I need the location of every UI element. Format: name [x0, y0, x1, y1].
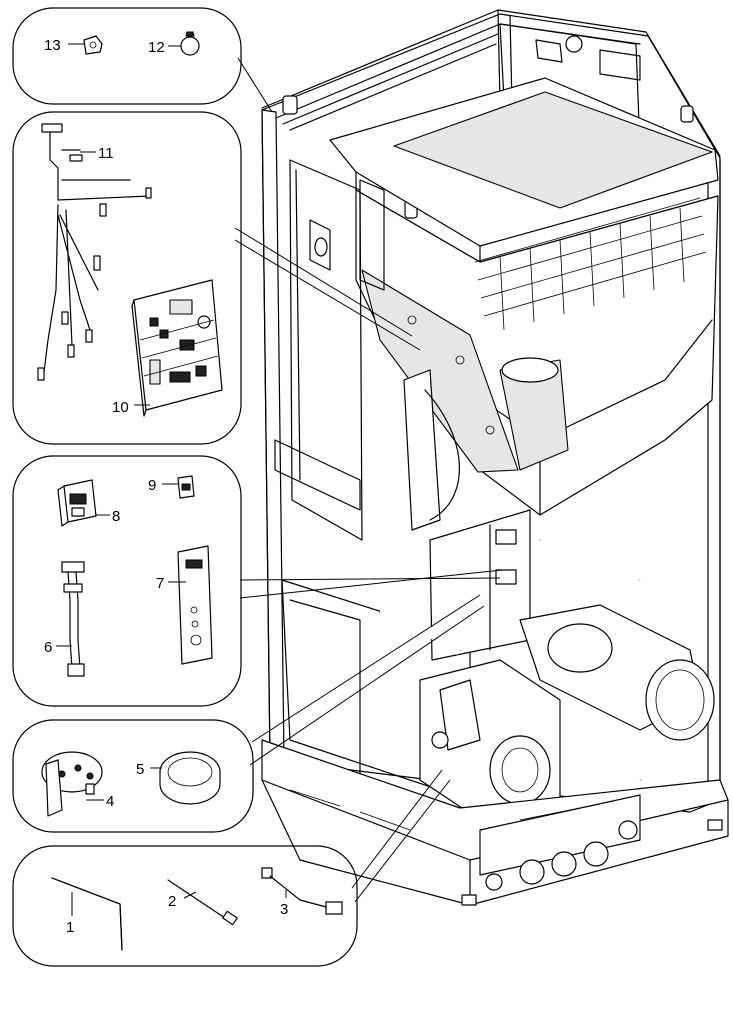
callout-box-6-9: 8 9 7 6: [12, 455, 242, 707]
hopper-grid: [474, 197, 707, 331]
callout-11: 11: [98, 145, 114, 162]
power-switch-8-part: [57, 479, 97, 527]
callout-1: 1: [66, 919, 74, 936]
callout-2: 2: [168, 893, 176, 910]
sensor-12-part: [180, 31, 200, 56]
sensor-cable-3-part: [261, 867, 343, 915]
control-board-10-part: [131, 279, 223, 417]
callout-6: 6: [44, 639, 52, 656]
callout-8: 8: [112, 508, 120, 525]
callout-9: 9: [148, 477, 156, 494]
callout-4: 4: [106, 793, 114, 810]
callout-7: 7: [156, 575, 164, 592]
callout-10: 10: [112, 399, 129, 416]
cable-6-part: [61, 561, 85, 677]
callout-box-12-13: 13 12: [12, 7, 242, 105]
callout-13: 13: [44, 37, 61, 54]
display-panel-7-part: [177, 545, 213, 665]
callout-box-1-3: 1 2 3: [12, 845, 358, 967]
callout-5: 5: [136, 761, 144, 778]
pressure-switch-4-part: [41, 751, 103, 817]
callout-3: 3: [280, 901, 288, 918]
sensor-cable-2-part: [167, 879, 238, 926]
sensor-probe-1-part: [51, 877, 123, 951]
leader-lines: [234, 57, 503, 903]
callout-box-10-11: 11 10: [12, 111, 242, 445]
sight-glass-5-part: [159, 751, 221, 805]
pressure-switch-13-part: [83, 35, 103, 55]
wiring-harness-11-part: [37, 123, 152, 381]
callout-12: 12: [148, 39, 165, 56]
callout-box-4-5: 4 5: [12, 719, 254, 833]
boiler-assembly: [261, 9, 729, 906]
connector-9-part: [177, 475, 195, 499]
